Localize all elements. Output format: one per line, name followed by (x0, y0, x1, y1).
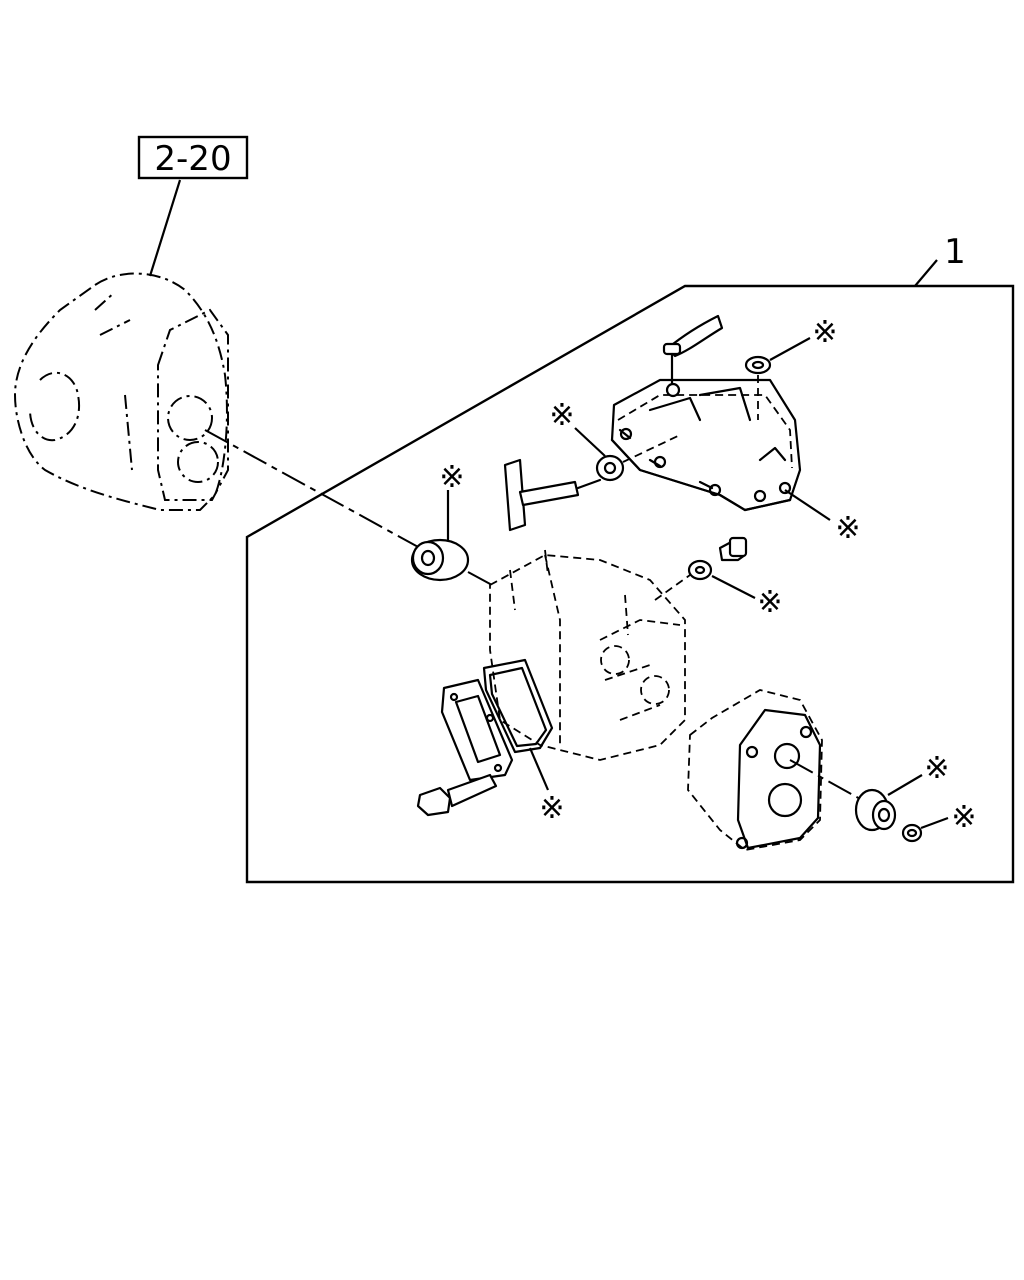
rear-seal[interactable] (854, 788, 897, 832)
cover-bolt[interactable] (416, 773, 498, 817)
kit-mark: ※ (812, 315, 837, 350)
kit-mark: ※ (951, 800, 976, 835)
kit-mark: ※ (924, 751, 949, 786)
bearing-centre-line (467, 571, 493, 586)
kit-mark: ※ (539, 791, 564, 826)
seal-leader (574, 427, 606, 457)
washer-centre-line-2 (654, 574, 691, 601)
assembly-leader (914, 259, 938, 287)
cover-plate[interactable] (440, 678, 514, 782)
shaft-seal[interactable] (595, 454, 625, 482)
kit-mark: ※ (549, 398, 574, 433)
top-cover[interactable] (610, 378, 802, 512)
o-ring[interactable] (901, 823, 923, 843)
o-ring-leader (920, 816, 949, 830)
shift-shaft[interactable] (503, 458, 602, 532)
top-gasket-leader (784, 489, 831, 521)
seal-centre-line (622, 434, 681, 463)
transmission-case (489, 549, 686, 761)
kit-mark: ※ (835, 511, 860, 546)
reference-leader (148, 179, 182, 277)
kit-mark: ※ (439, 460, 464, 495)
assembly-frame (245, 284, 1015, 884)
input-bearing[interactable] (410, 538, 470, 582)
assembly-item-number[interactable]: 1 (944, 232, 966, 272)
top-cover-washer[interactable] (744, 355, 772, 375)
shift-lever[interactable] (662, 314, 724, 398)
case-plug[interactable] (718, 536, 748, 562)
case-washer-leader (711, 575, 756, 599)
kit-mark: ※ (757, 585, 782, 620)
reference-label: 2-20 (154, 139, 231, 179)
rear-centre-line (789, 759, 863, 801)
cover-gasket[interactable] (482, 658, 554, 754)
centre-line-housing (204, 429, 421, 549)
gasket-leader (528, 747, 550, 791)
clutch-housing (13, 272, 229, 511)
washer-leader (769, 337, 811, 361)
rear-extension-housing (687, 689, 823, 851)
reference-callout[interactable]: 2-20 (137, 135, 249, 180)
case-washer[interactable] (687, 559, 713, 581)
rear-seal-leader (887, 774, 923, 796)
